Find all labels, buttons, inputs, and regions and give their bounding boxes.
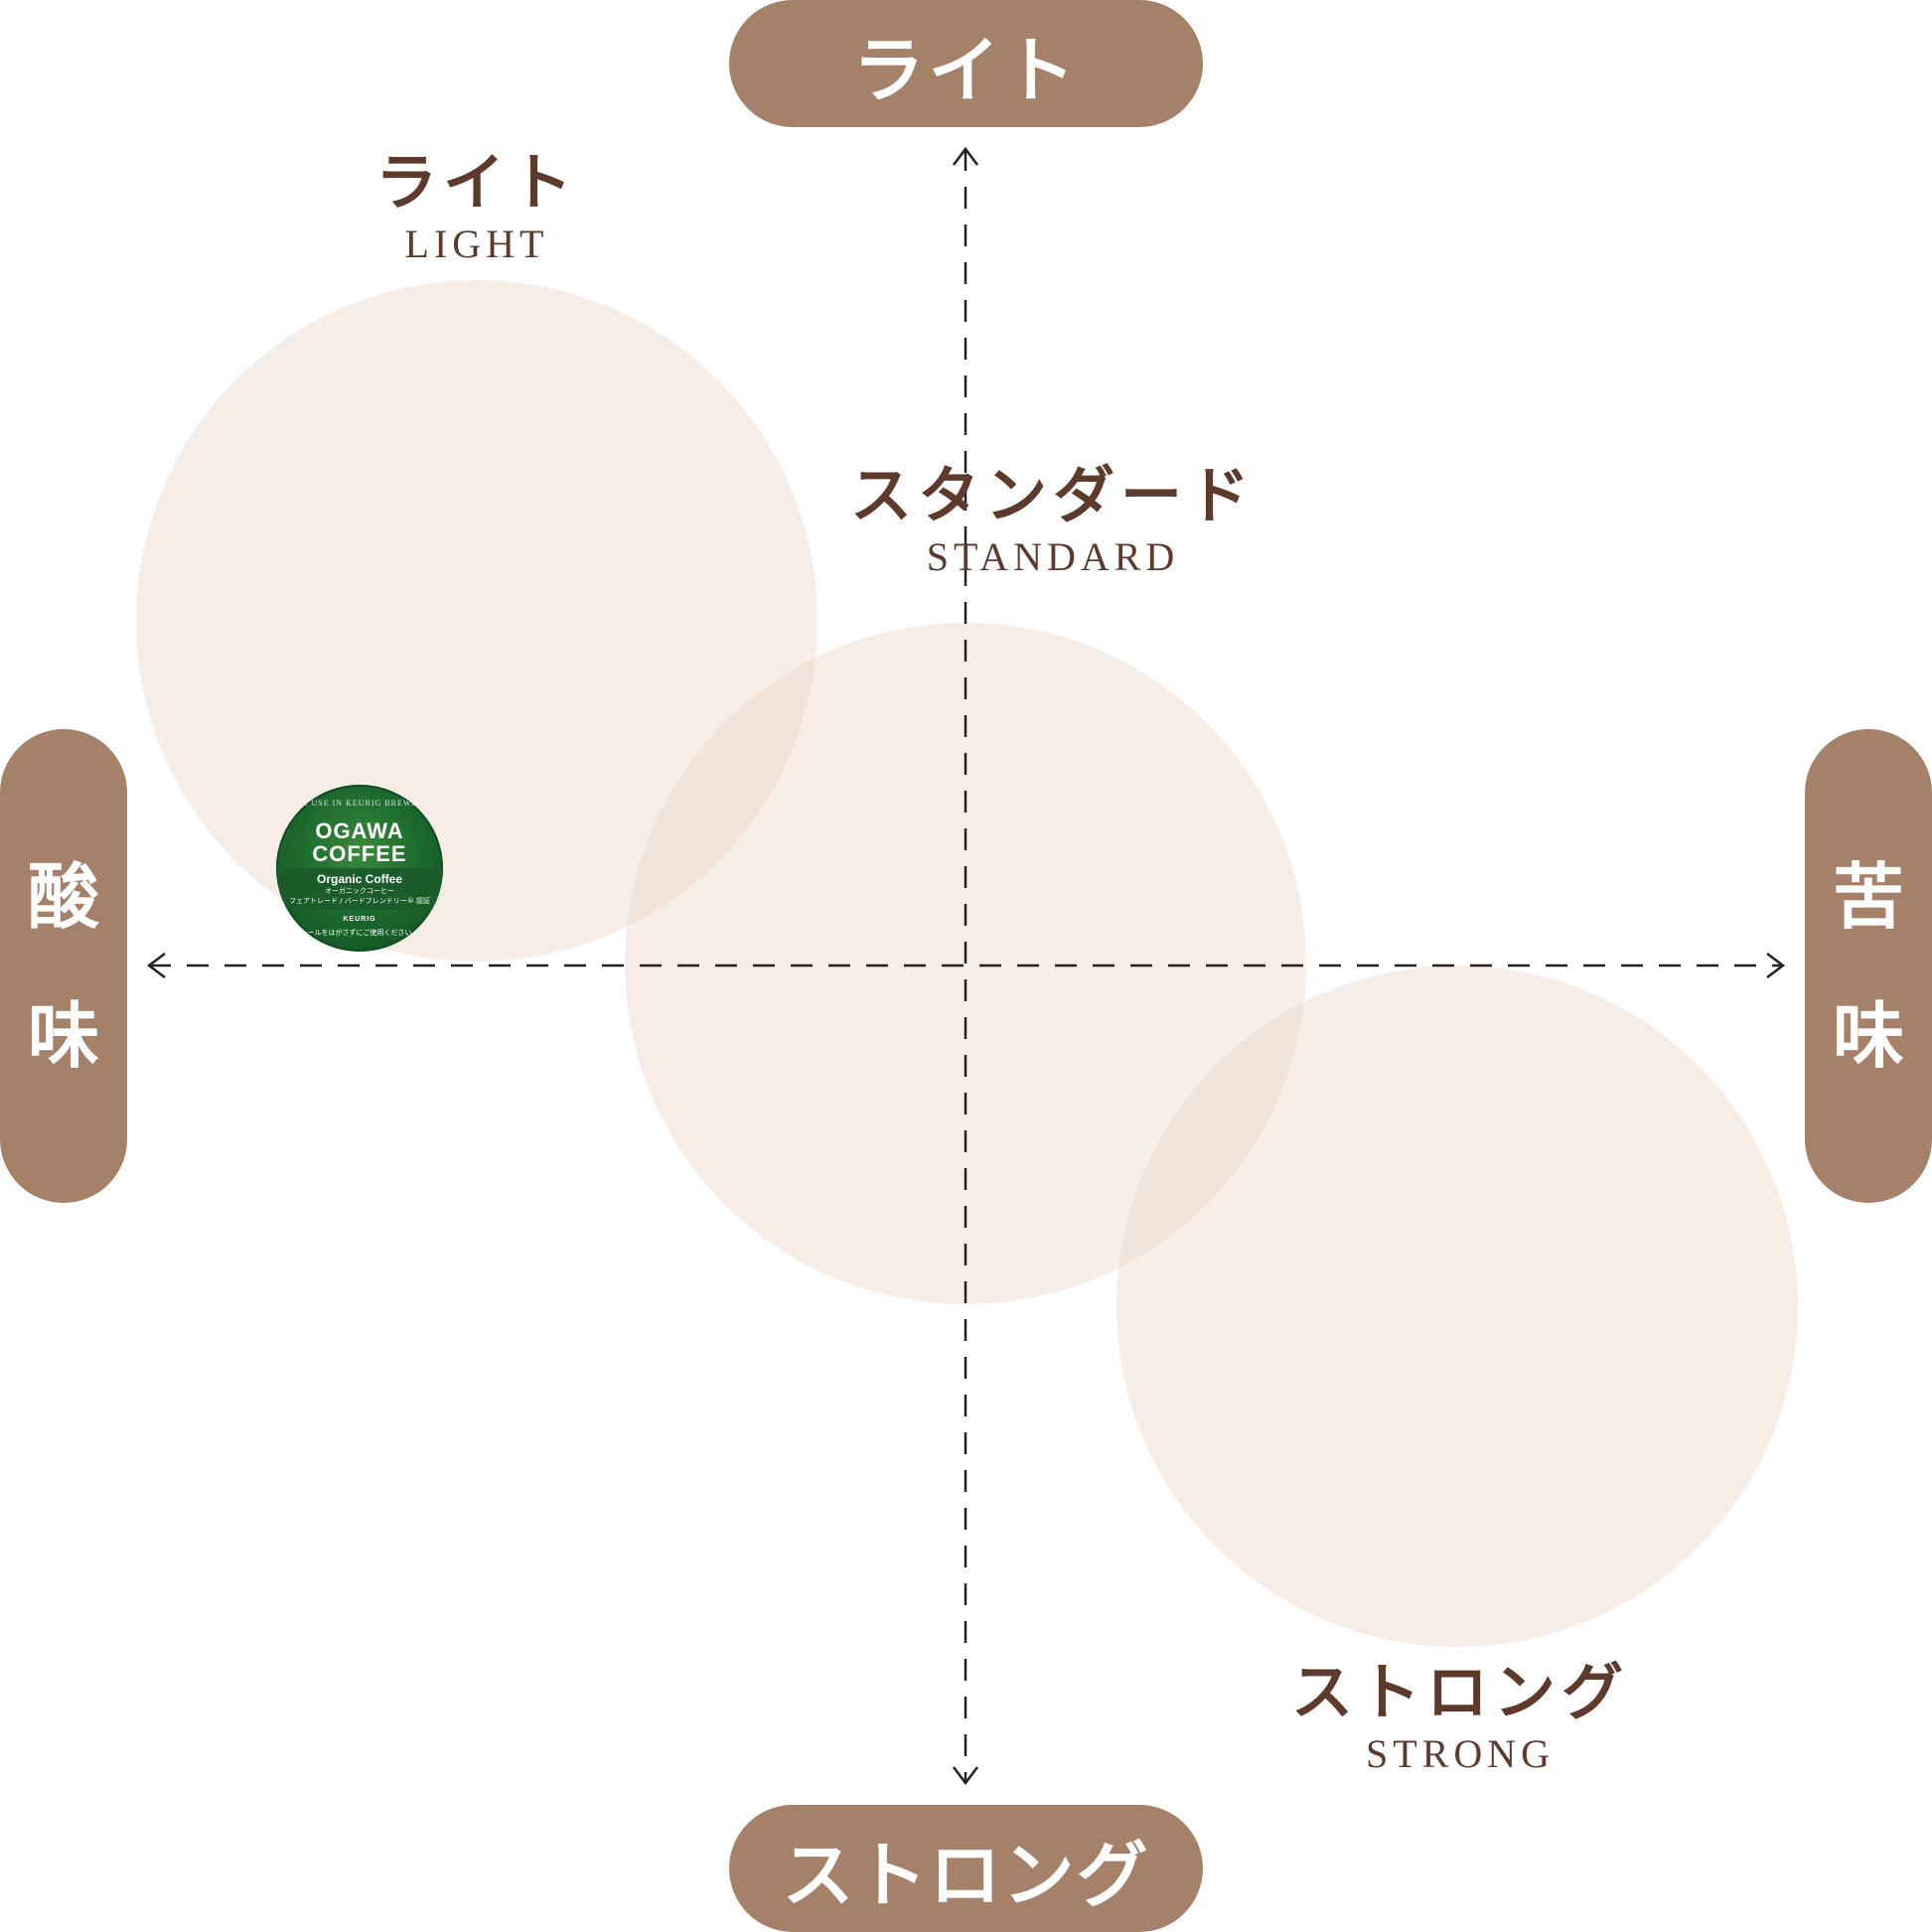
axis-top-pill: ライト xyxy=(729,0,1203,127)
axis-bottom-pill: ストロング xyxy=(729,1805,1203,1932)
axis-left-pill: 酸 味 xyxy=(0,729,127,1203)
pod-band xyxy=(276,868,443,910)
strong-zone-title-en: STRONG xyxy=(1365,1731,1556,1777)
axis-left-char-1: 酸 xyxy=(27,854,99,939)
pod-maker: KEURIG xyxy=(343,916,376,923)
pod-subtitle: Organic Coffee xyxy=(316,872,402,886)
light-zone-circle xyxy=(136,280,817,962)
axis-right-char-1: 苦 xyxy=(1832,854,1904,939)
axis-top-label: ライト xyxy=(852,28,1080,112)
axis-right-char-2: 味 xyxy=(1832,993,1904,1078)
standard-zone-label: スタンダード STANDARD xyxy=(834,459,1271,580)
pod-brand-line2: COFFEE xyxy=(312,841,407,866)
arrow-down-icon xyxy=(953,1766,978,1786)
strong-zone-circle xyxy=(1116,966,1798,1647)
strong-zone-label: ストロング STRONG xyxy=(1262,1656,1659,1777)
axis-left-char-2: 味 xyxy=(27,993,99,1078)
axis-bottom-label: ストロング xyxy=(782,1833,1150,1917)
pod-brand-line1: OGAWA xyxy=(315,818,404,843)
strong-zone-title-ja: ストロング xyxy=(1290,1656,1629,1728)
light-zone-label: ライト LIGHT xyxy=(328,146,626,267)
arrow-left-icon xyxy=(146,953,166,978)
pod-jp-line2: フェアトレード / バードフレンドリー® 認証 xyxy=(288,897,431,905)
standard-zone-title-ja: スタンダード xyxy=(849,459,1256,531)
pod-note: シールをはがさずにご使用ください。 xyxy=(300,929,419,937)
pod-tagline: FOR USE IN KEURIG BREWERS xyxy=(289,799,430,808)
light-zone-title-ja: ライト xyxy=(374,146,578,219)
pod-jp-line1: オーガニックコーヒー xyxy=(325,887,394,895)
axis-right-pill: 苦 味 xyxy=(1805,729,1932,1203)
standard-zone-title-en: STANDARD xyxy=(926,534,1180,580)
arrow-right-icon xyxy=(1766,953,1786,978)
product-pod-badge: FOR USE IN KEURIG BREWERS OGAWA COFFEE O… xyxy=(276,785,443,952)
arrow-up-icon xyxy=(953,146,978,166)
light-zone-title-en: LIGHT xyxy=(404,222,549,267)
